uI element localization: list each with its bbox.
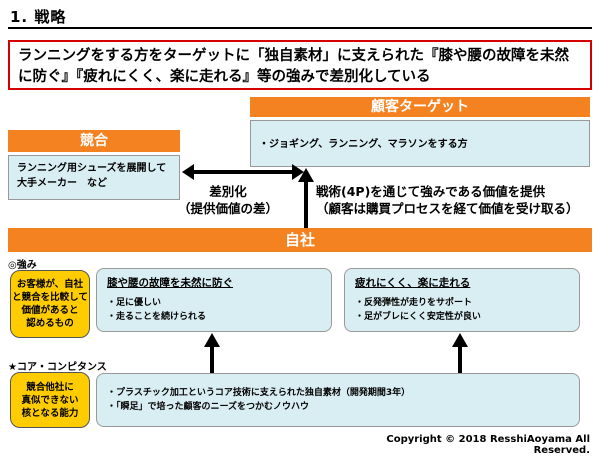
strength-box-1: 膝や腰の故障を未然に防ぐ ・足に優しい ・走ることを続けられる	[96, 268, 332, 332]
strength-2-title: 疲れにくく、楽に走れる	[355, 277, 471, 289]
differentiation-line-1: 差別化	[209, 184, 247, 199]
target-header: 顧客ターゲット	[250, 97, 590, 117]
strength-2-bullet: ・反発弾性が走りをサポート	[355, 298, 473, 308]
title-underline	[8, 27, 592, 29]
self-header: 自社	[8, 228, 592, 252]
competitor-header: 競合	[8, 130, 180, 152]
core-bullet: ・「瞬足」で培った顧客のニーズをつかむノウハウ	[107, 402, 310, 412]
strength1-arrow-up	[204, 333, 220, 373]
copyright: Copyright © 2018 ResshiAoyama All Reserv…	[386, 434, 590, 456]
page-title: 1. 戦略	[10, 8, 67, 26]
strategy-line-2: （顧客は購買プロセスを経て価値を受け取る）	[316, 201, 579, 216]
strength-1-title: 膝や腰の故障を未然に防ぐ	[107, 277, 233, 289]
core-bullet: ・プラスチック加工というコア技術に支えられた独自素材（開発期間3年）	[107, 388, 411, 398]
strengths-badge-line: 認めるもの	[26, 318, 74, 329]
summary-line-2: に防ぐ』『疲れにくく、楽に走れる』等の強みで差別化している	[18, 69, 431, 85]
target-box: ・ジョギング、ランニング、マラソンをする方	[250, 120, 590, 167]
strengths-badge-line: 価値があると	[21, 305, 79, 316]
strengths-label: ◎強み	[8, 260, 37, 271]
strengths-badge-line: と競合を比較して	[12, 292, 88, 303]
strengths-badge: お客様が、自社 と競合を比較して 価値があると 認めるもの	[10, 270, 90, 338]
strengths-badge-line: お客様が、自社	[16, 279, 84, 290]
core-label: ★コア・コンピタンス	[8, 362, 107, 373]
core-badge-line: 競合他社に	[26, 381, 74, 393]
competitor-box: ランニング用シューズを展開して 大手メーカー など	[8, 155, 180, 200]
core-box: ・プラスチック加工というコア技術に支えられた独自素材（開発期間3年） ・「瞬足」…	[96, 373, 580, 427]
summary-box: ランニングをする方をターゲットに「独自素材」に支えられた『膝や腰の故障を未然 に…	[8, 40, 592, 90]
differentiation-line-2: （提供価値の差）	[178, 201, 279, 216]
core-badge-line: 真似できない	[21, 394, 79, 406]
strength-2-bullet: ・足がブレにくく安定性が良い	[355, 312, 481, 322]
target-text: ・ジョギング、ランニング、マラソンをする方	[259, 139, 468, 150]
core-badge: 競合他社に 真似できない 核となる能力	[10, 372, 90, 428]
strategy-label: 戦術(4P)を通じて強みである価値を提供 （顧客は購買プロセスを経て価値を受け取…	[316, 183, 596, 217]
strategy-arrow-up	[298, 168, 314, 228]
competitor-line-1: ランニング用シューズを展開して	[17, 163, 167, 174]
strength-1-bullet: ・足に優しい	[107, 298, 162, 308]
strength-box-2: 疲れにくく、楽に走れる ・反発弾性が走りをサポート ・足がブレにくく安定性が良い	[344, 268, 580, 332]
strength2-arrow-up	[452, 333, 468, 373]
strength-1-bullet: ・走ることを続けられる	[107, 312, 207, 322]
differentiation-arrow	[182, 164, 304, 180]
summary-line-1: ランニングをする方をターゲットに「独自素材」に支えられた『膝や腰の故障を未然	[18, 48, 569, 64]
core-badge-line: 核となる能力	[21, 407, 79, 419]
strategy-line-1: 戦術(4P)を通じて強みである価値を提供	[316, 184, 546, 199]
competitor-line-2: 大手メーカー など	[17, 178, 107, 189]
differentiation-label: 差別化 （提供価値の差）	[178, 183, 278, 217]
